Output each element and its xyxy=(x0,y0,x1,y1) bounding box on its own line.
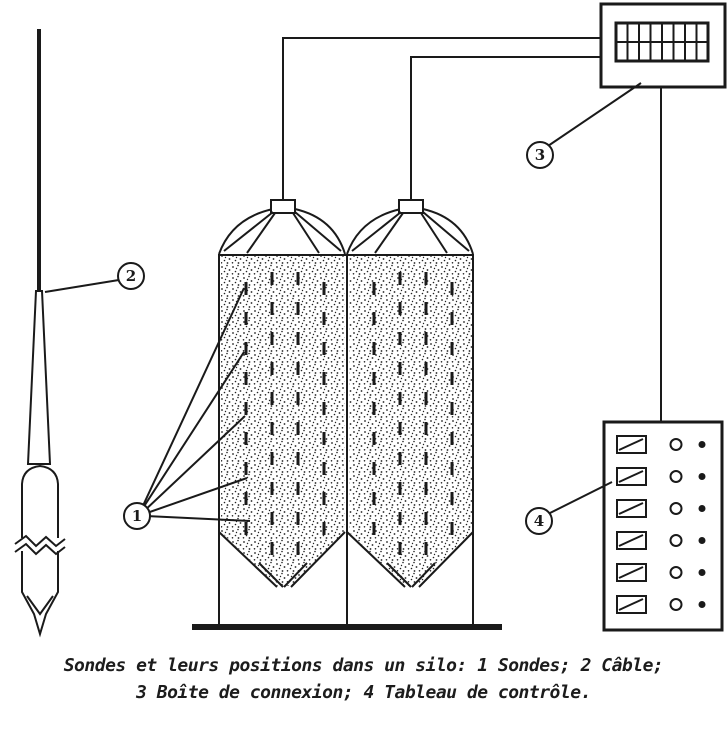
probe-body-lower xyxy=(21,549,59,638)
callout-3-bubble xyxy=(526,141,554,169)
callout-2-bubble xyxy=(117,262,145,290)
button-dot xyxy=(698,601,706,608)
callout-1-leader-1 xyxy=(140,287,245,511)
meter-display xyxy=(616,467,647,486)
caption-line-1: Sondes et leurs positions dans un silo: … xyxy=(63,655,664,676)
wire-left-silo xyxy=(282,37,601,200)
silo-right-cap xyxy=(398,199,424,214)
silo-right-discharge-left xyxy=(386,562,412,588)
meter-needle xyxy=(618,470,644,483)
silo-right-hopper-right xyxy=(418,531,474,588)
meter-display xyxy=(616,563,647,582)
silo-left-hopper-left xyxy=(218,531,278,588)
button-dot xyxy=(698,537,706,544)
silo-left-fan-1 xyxy=(223,211,274,252)
probes-in-left-silo xyxy=(244,272,326,560)
cable-taper xyxy=(26,290,52,465)
callout-3-junction-box: 3 xyxy=(526,82,642,169)
callout-4-bubble xyxy=(525,507,553,535)
panel-row xyxy=(616,563,706,582)
panel-row xyxy=(616,499,706,518)
callout-4-number: 4 xyxy=(534,512,544,530)
silo-right-fan-1 xyxy=(351,211,402,252)
button-dot xyxy=(698,569,706,576)
meter-display xyxy=(616,499,647,518)
callout-1-leader-2 xyxy=(140,351,245,512)
silo-left-dome-left xyxy=(218,208,274,255)
meter-needle xyxy=(618,438,644,451)
figure-caption: Sondes et leurs positions dans un silo: … xyxy=(0,652,727,706)
silo-probe-diagram: 2 xyxy=(14,2,727,638)
silo-right-fan-4 xyxy=(422,211,470,252)
meter-needle xyxy=(618,502,644,515)
break-squiggle-top xyxy=(14,534,66,548)
callout-3-number: 3 xyxy=(535,146,545,164)
probe-tip-chevron xyxy=(26,595,54,616)
silo-right-fan-2 xyxy=(374,212,404,254)
silo-left-hopper-right xyxy=(290,531,346,588)
caption-line-2: 3 Boîte de connexion; 4 Tableau de contr… xyxy=(136,682,591,703)
callout-1-probes: 1 xyxy=(123,287,251,530)
silo-left-discharge-left xyxy=(258,562,284,588)
indicator-lamp xyxy=(669,566,683,579)
break-gap xyxy=(14,538,66,551)
probes-in-right-silo xyxy=(372,272,454,560)
meter-needle xyxy=(618,598,644,611)
silo-left-dome-right xyxy=(294,208,346,255)
indicator-lamp xyxy=(669,598,683,611)
meter-needle xyxy=(618,534,644,547)
callout-1-leader-4 xyxy=(143,477,248,515)
wiring xyxy=(282,37,662,422)
probe-body-upper xyxy=(21,464,59,545)
callout-4-leader xyxy=(545,481,613,516)
callout-1-bubble xyxy=(123,502,151,530)
button-dot xyxy=(698,505,706,512)
meter-needle xyxy=(618,566,644,579)
callout-2-leader xyxy=(44,278,126,293)
silo-right-discharge-right xyxy=(411,562,436,588)
button-dot xyxy=(698,441,706,448)
button-dot xyxy=(698,473,706,480)
callout-2-cable: 2 xyxy=(44,262,145,293)
control-panel-body xyxy=(602,420,724,632)
callout-3-leader xyxy=(544,82,642,149)
meter-display xyxy=(616,531,647,550)
meter-display xyxy=(616,595,647,614)
panel-row xyxy=(616,467,706,486)
silo-left-fan-3 xyxy=(292,212,320,254)
silo-left xyxy=(218,199,347,625)
break-squiggle-bottom xyxy=(14,542,66,556)
silo-right xyxy=(346,199,474,625)
silo-left-fan-4 xyxy=(294,211,342,252)
meter-display xyxy=(616,435,647,454)
panel-row xyxy=(616,595,706,614)
callout-1-leader-3 xyxy=(141,415,246,514)
junction-box xyxy=(599,2,727,89)
callout-1-leader-5 xyxy=(145,515,251,522)
silo-right-dome-left xyxy=(346,208,402,255)
silo-right-dome-right xyxy=(422,208,474,255)
wire-right-silo xyxy=(410,56,601,200)
grain-fill-left xyxy=(221,256,345,586)
probe-assembly xyxy=(14,29,66,638)
callout-1-number: 1 xyxy=(132,507,142,525)
terminal-grid-vlines xyxy=(626,23,698,61)
indicator-lamp xyxy=(669,534,683,547)
grain-fill-right xyxy=(349,256,473,586)
indicator-lamp xyxy=(669,502,683,515)
panel-row xyxy=(616,531,706,550)
silo-left-discharge-right xyxy=(283,562,308,588)
control-panel xyxy=(602,420,724,632)
indicator-lamp xyxy=(669,438,683,451)
indicator-lamp xyxy=(669,470,683,483)
silo-right-fan-3 xyxy=(420,212,448,254)
silo-left-fan-2 xyxy=(246,212,276,254)
callout-2-number: 2 xyxy=(126,267,136,285)
panel-row xyxy=(616,435,706,454)
silo-left-cap xyxy=(270,199,296,214)
callout-4-control-panel: 4 xyxy=(525,481,613,535)
silo-right-hopper-left xyxy=(346,531,406,588)
